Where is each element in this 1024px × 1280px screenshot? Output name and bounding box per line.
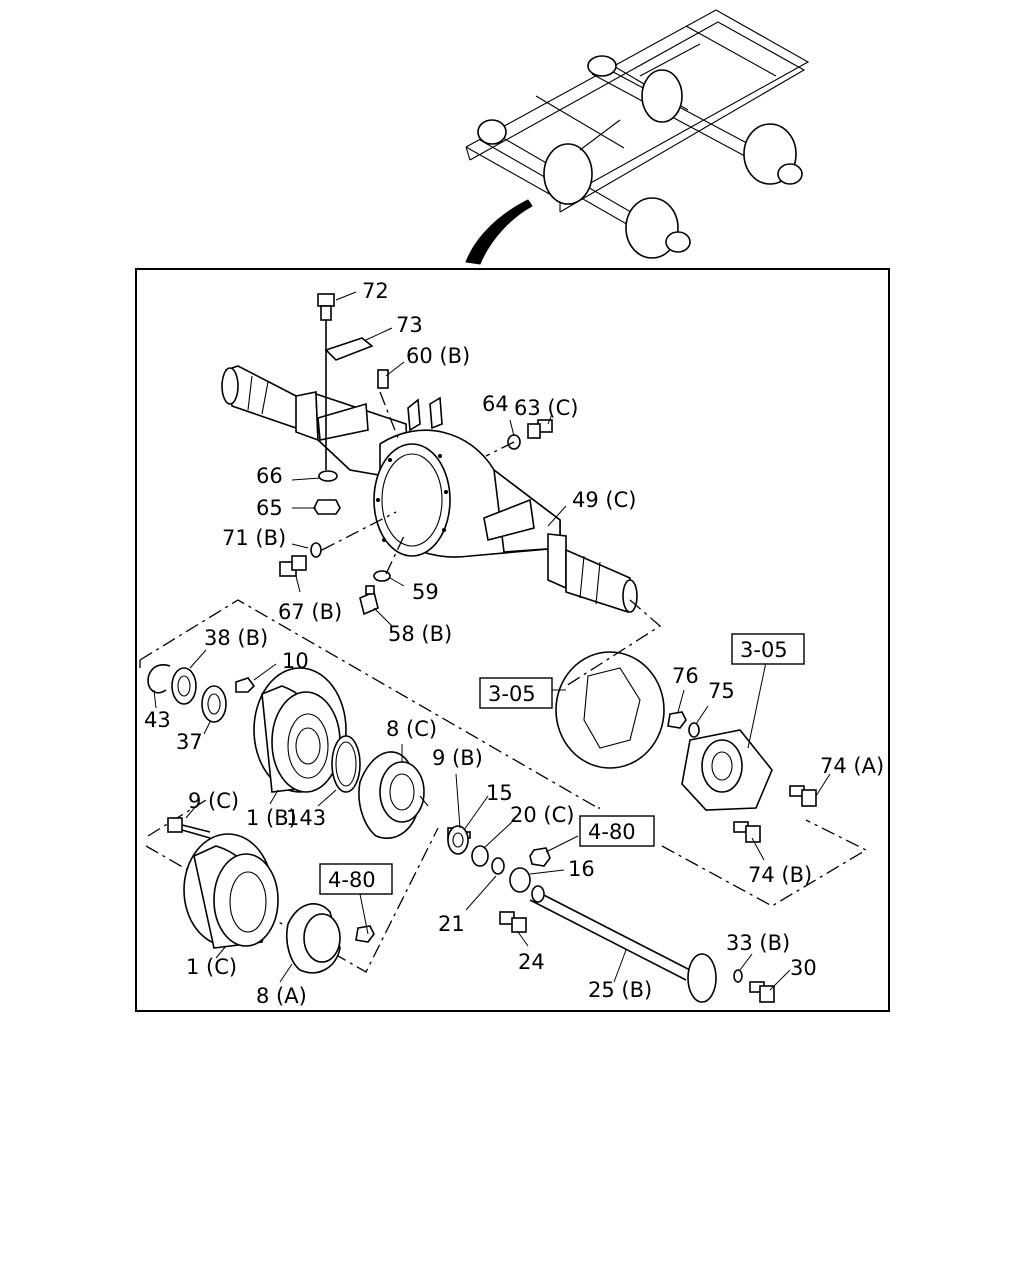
axle-shaft-25b [529, 885, 717, 1003]
callout-15: 15 [486, 781, 513, 805]
callout-64: 64 [482, 392, 509, 416]
bolt-74b [733, 821, 761, 843]
brake-drum-1b [253, 667, 347, 793]
ring-143 [331, 735, 361, 793]
ref-4-80-left: 4-80 [328, 868, 376, 892]
callout-65: 65 [256, 496, 283, 520]
callout-49c: 49 (C) [572, 488, 636, 512]
lock-nut-20c [471, 845, 489, 867]
callout-9b: 9 (B) [432, 746, 483, 770]
washer-71b [310, 542, 322, 558]
nut-76 [667, 711, 687, 729]
callout-9c: 9 (C) [188, 789, 239, 813]
callout-66: 66 [256, 464, 283, 488]
callout-76: 76 [672, 664, 699, 688]
ref-4-80-right: 4-80 [588, 820, 636, 844]
wheel-hub-8c [358, 751, 429, 839]
bolt-67b [279, 555, 307, 577]
brake-assembly-3-05 [681, 729, 773, 811]
chassis-thumbnail [465, 9, 810, 259]
callout-37: 37 [176, 730, 203, 754]
callout-38b: 38 (B) [204, 626, 268, 650]
pin-60b [377, 369, 389, 389]
axle-housing [221, 365, 638, 614]
callout-73: 73 [396, 313, 423, 337]
plug-58b [359, 585, 379, 616]
callout-10: 10 [282, 649, 309, 673]
washer-66 [318, 470, 338, 482]
callout-74a: 74 (A) [820, 754, 884, 778]
bolt-30 [749, 981, 775, 1003]
callout-74b: 74 (B) [748, 863, 812, 887]
bearing-37 [201, 685, 227, 723]
callout-8a: 8 (A) [256, 984, 307, 1008]
bearing-15 [447, 825, 469, 855]
retaining-ring-43 [147, 664, 171, 694]
callout-16: 16 [568, 857, 595, 881]
callout-143: 143 [286, 806, 326, 830]
callout-8c: 8 (C) [386, 717, 437, 741]
callout-58b: 58 (B) [388, 622, 452, 646]
callout-63c: 63 (C) [514, 396, 578, 420]
bolt-24 [499, 911, 527, 933]
wheel-hub-8a [285, 903, 341, 974]
washer-75 [688, 722, 700, 738]
callout-67b: 67 (B) [278, 600, 342, 624]
callout-labels: 72 73 60 (B) 63 (C) 64 66 65 49 (C) 71 (… [144, 279, 884, 1008]
brake-drum-1c [183, 833, 279, 949]
callout-30: 30 [790, 956, 817, 980]
callout-60b: 60 (B) [406, 344, 470, 368]
diagram-frame [135, 268, 890, 1012]
callout-33b: 33 (B) [726, 931, 790, 955]
callout-24: 24 [518, 950, 545, 974]
leader-lines [153, 291, 831, 991]
oil-seal [509, 867, 531, 893]
nut-65 [313, 499, 341, 515]
callout-59: 59 [412, 580, 439, 604]
nut-10 [235, 677, 256, 693]
callout-75: 75 [708, 679, 735, 703]
washer-59 [373, 570, 391, 582]
hub-bolt-9c [167, 817, 211, 839]
callout-71b: 71 (B) [222, 526, 286, 550]
callout-1b: 1 (B) [246, 806, 297, 830]
spring-seat-73 [324, 337, 374, 361]
ref-3-05-plate: 3-05 [488, 682, 536, 706]
ref-3-05-brake: 3-05 [740, 638, 788, 662]
nut-16 [529, 847, 551, 867]
oil-seal-38b [171, 667, 197, 705]
callout-20c: 20 (C) [510, 803, 574, 827]
callout-72: 72 [362, 279, 389, 303]
spring-seat-bolt-72 [317, 293, 335, 470]
reference-boxes: 3-05 3-05 4-80 4-80 [319, 633, 805, 895]
hub-nut [355, 925, 375, 943]
washer-21 [491, 857, 505, 875]
brake-backing-plate [555, 651, 665, 769]
callout-1c: 1 (C) [186, 955, 237, 979]
zoom-pointer [465, 199, 533, 265]
washer-33b [733, 969, 743, 983]
callout-43: 43 [144, 708, 171, 732]
bolt-74a [789, 785, 817, 807]
callout-21: 21 [438, 912, 465, 936]
callout-25b: 25 (B) [588, 978, 652, 1002]
